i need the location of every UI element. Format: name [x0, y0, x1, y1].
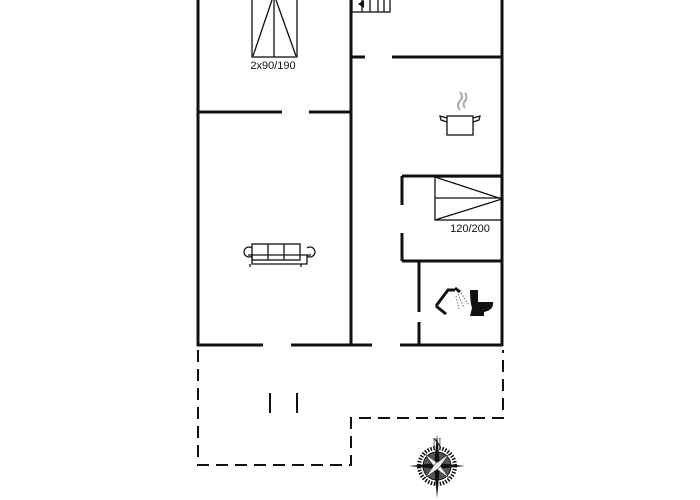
sofa-icon: [243, 243, 316, 267]
shower-icon: [434, 286, 470, 316]
cooking-pot-icon: [439, 91, 481, 136]
bed-icon: [434, 176, 505, 221]
stairs-icon: [351, 0, 391, 13]
toilet-icon: [470, 290, 494, 316]
bed-icon: [251, 0, 298, 58]
north-label: N: [432, 435, 442, 450]
bed-label: 120/200: [450, 223, 490, 235]
terrace-outline: [197, 350, 504, 466]
bed-label: 2x90/190: [250, 60, 295, 72]
compass-rose-icon: [409, 434, 465, 498]
walls: [196, 0, 504, 347]
